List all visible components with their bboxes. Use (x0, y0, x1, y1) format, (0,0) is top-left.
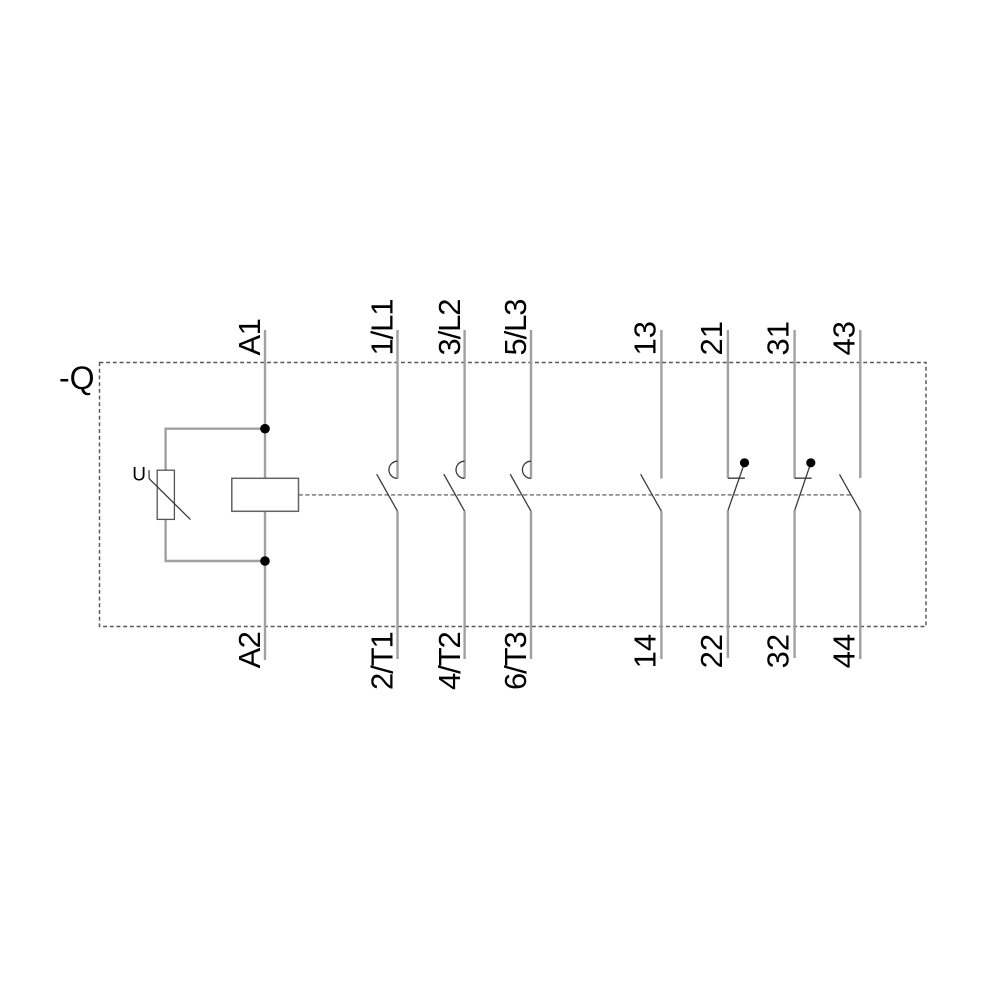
svg-text:-Q: -Q (59, 360, 95, 396)
svg-text:5/L3: 5/L3 (498, 300, 533, 356)
svg-text:U: U (132, 465, 146, 486)
svg-text:21: 21 (694, 321, 729, 355)
svg-text:13: 13 (627, 321, 662, 355)
svg-text:22: 22 (694, 634, 729, 668)
svg-text:A1: A1 (232, 319, 267, 356)
svg-text:44: 44 (826, 634, 861, 668)
svg-text:3/L2: 3/L2 (432, 300, 467, 356)
svg-text:2/T1: 2/T1 (365, 632, 400, 690)
svg-text:31: 31 (761, 321, 796, 355)
svg-text:4/T2: 4/T2 (432, 632, 467, 690)
svg-text:32: 32 (761, 634, 796, 668)
svg-text:6/T3: 6/T3 (498, 632, 533, 690)
svg-text:1/L1: 1/L1 (365, 300, 400, 356)
svg-text:14: 14 (627, 634, 662, 668)
svg-text:A2: A2 (232, 632, 267, 669)
svg-text:43: 43 (826, 321, 861, 355)
